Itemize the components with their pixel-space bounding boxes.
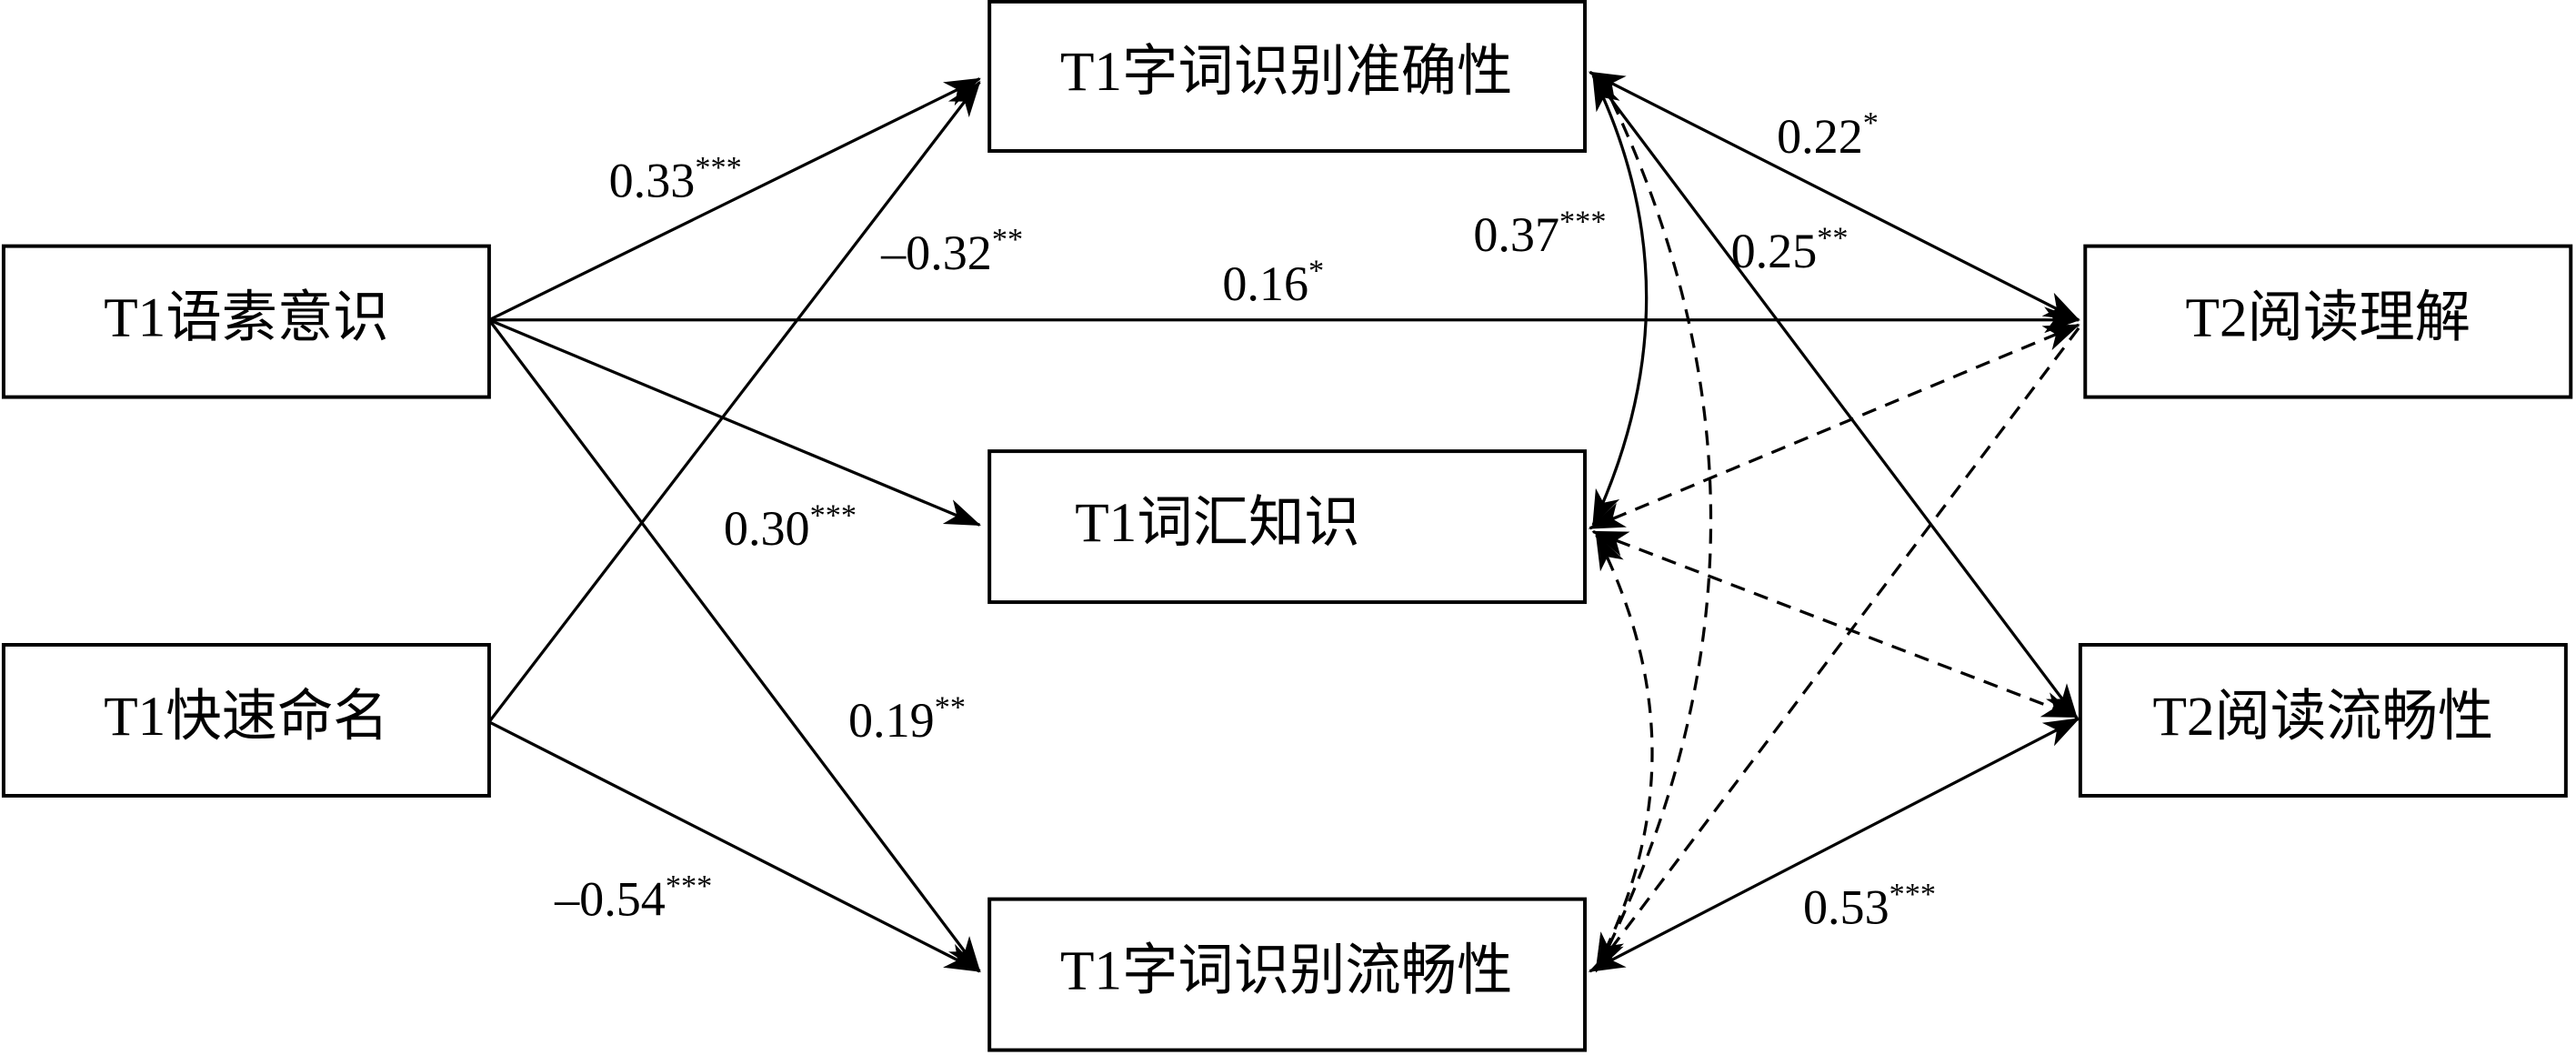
label-accuracy-reading-fluency: 0.25**	[1731, 220, 1849, 278]
node-reading-comprehension: T2阅读理解	[2083, 244, 2573, 399]
dashed-accuracy-fluency	[1595, 77, 1713, 973]
node-rapid-naming: T1快速命名	[1, 643, 491, 798]
dashed-vocab-comprehension	[1588, 323, 2080, 530]
label-morpheme-vocab: 0.30***	[724, 497, 857, 556]
svg-text:T1词汇知识: T1词汇知识	[1075, 492, 1359, 554]
paths	[487, 70, 2080, 973]
svg-text:T1语素意识: T1语素意识	[104, 286, 388, 348]
svg-text:T2阅读流畅性: T2阅读流畅性	[2152, 686, 2493, 748]
dashed-comprehension-fluency	[1595, 327, 2080, 970]
label-accuracy-comprehension: 0.22*	[1777, 106, 1879, 164]
node-morpheme-awareness: T1语素意识	[1, 244, 491, 399]
label-morpheme-accuracy: 0.33***	[609, 150, 742, 208]
arrow-morpheme-vocab	[488, 318, 982, 527]
dashed-vocab-reading-fluency	[1591, 529, 2079, 718]
label-ran-accuracy: –0.32**	[880, 222, 1023, 280]
arrow-ran-accuracy	[487, 80, 981, 723]
label-ran-fluency: –0.54***	[554, 869, 712, 927]
coefficient-labels: 0.33*** –0.32** 0.16* 0.30*** 0.19** –0.…	[554, 106, 1936, 935]
arrow-fluency-reading-fluency	[1588, 717, 2080, 973]
arrow-accuracy-comprehension	[1588, 70, 2080, 322]
arrow-accuracy-reading-fluency	[1591, 75, 2079, 720]
svg-text:T1快速命名: T1快速命名	[104, 686, 388, 748]
node-vocabulary: T1词汇知识	[987, 449, 1588, 605]
label-morpheme-comprehension: 0.16*	[1222, 253, 1324, 311]
node-word-accuracy: T1字词识别准确性	[987, 0, 1588, 153]
svg-text:T1字词识别流畅性: T1字词识别流畅性	[1060, 939, 1512, 1001]
node-word-fluency: T1字词识别流畅性	[987, 897, 1588, 1052]
node-reading-fluency: T2阅读流畅性	[2078, 643, 2568, 798]
arrow-morpheme-accuracy	[488, 77, 981, 322]
label-fluency-reading-fluency: 0.53***	[1803, 877, 1936, 935]
arrow-morpheme-fluency	[487, 318, 981, 973]
dashed-vocab-fluency	[1595, 533, 1654, 970]
svg-text:T2阅读理解: T2阅读理解	[2186, 286, 2471, 348]
label-accuracy-vocab: 0.37***	[1473, 204, 1606, 262]
svg-text:T1字词识别准确性: T1字词识别准确性	[1060, 41, 1512, 103]
arrow-ran-fluency	[488, 720, 981, 973]
arrow-accuracy-vocab-correlation	[1591, 74, 1649, 527]
label-morpheme-fluency: 0.19**	[848, 689, 966, 748]
